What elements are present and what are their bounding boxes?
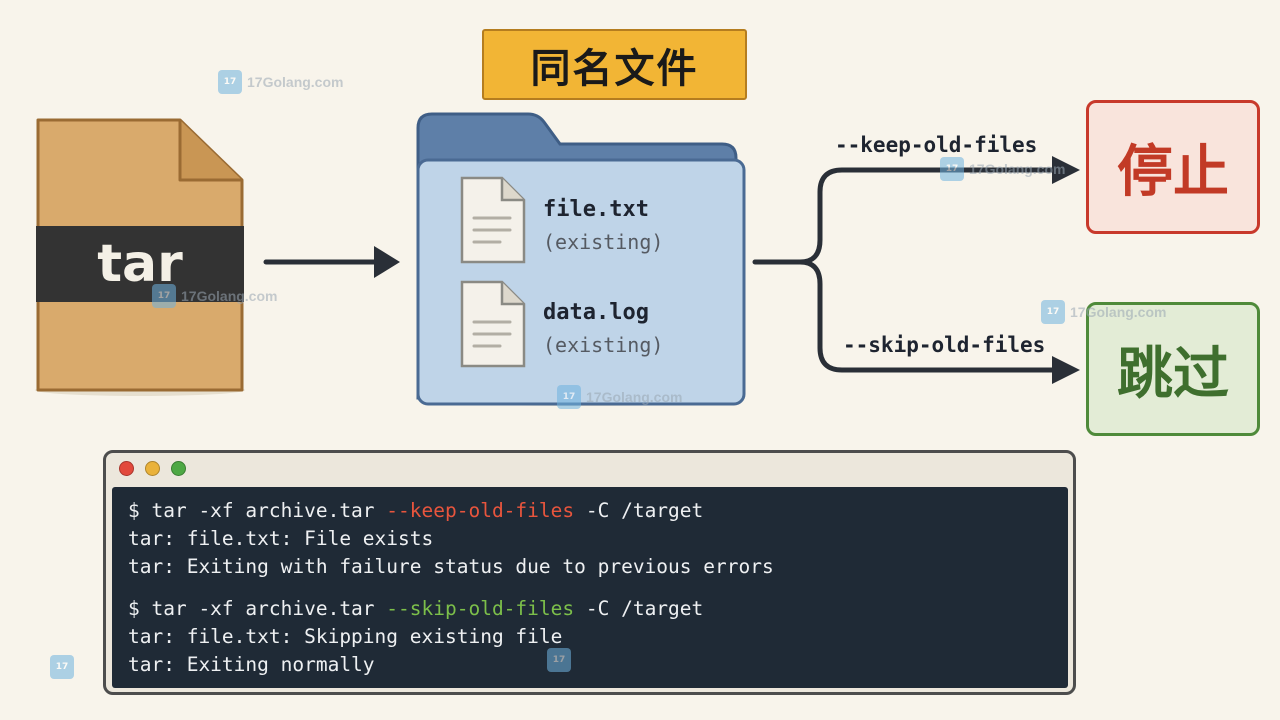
skip-result-box: 跳过 [1086, 302, 1260, 436]
terminal-body: $ tar -xf archive.tar --keep-old-files -… [112, 487, 1068, 688]
logo-icon: 17 [50, 655, 74, 679]
file-status-2: (existing) [543, 333, 664, 357]
logo-icon: 17 [547, 648, 571, 672]
logo-icon: 17 [1041, 300, 1065, 324]
file-name-1: file.txt [543, 197, 649, 222]
terminal-output-4: tar: Exiting normally [128, 653, 375, 676]
watermark: 17 17Golang.com [557, 385, 682, 409]
terminal-output-1: tar: file.txt: File exists [128, 527, 434, 550]
title-text: 同名文件 [530, 45, 699, 92]
stop-result-box: 停止 [1086, 100, 1260, 234]
watermark: 17 17Golang.com [940, 157, 1065, 181]
watermark: 17 17Golang.com [1041, 300, 1166, 324]
skip-old-files-label: --skip-old-files [843, 333, 1046, 357]
terminal-output-2: tar: Exiting with failure status due to … [128, 555, 774, 578]
terminal-output-3: tar: file.txt: Skipping existing file [128, 625, 563, 648]
maximize-dot-icon [171, 461, 186, 476]
logo-icon: 17 [557, 385, 581, 409]
close-dot-icon [119, 461, 134, 476]
skip-flag-highlight: --skip-old-files [386, 597, 575, 620]
watermark: 17 17Golang.com [218, 70, 343, 94]
title-box: 同名文件 [482, 29, 747, 100]
keep-flag-highlight: --keep-old-files [386, 499, 575, 522]
watermark: 17 [50, 655, 74, 679]
watermark: 17 [547, 648, 571, 672]
logo-icon: 17 [218, 70, 242, 94]
terminal-command-2: $ tar -xf archive.tar --skip-old-files -… [128, 597, 704, 620]
minimize-dot-icon [145, 461, 160, 476]
tar-archive-icon [35, 118, 245, 396]
logo-icon: 17 [940, 157, 964, 181]
file-name-2: data.log [543, 300, 649, 325]
keep-old-files-label: --keep-old-files [835, 133, 1038, 157]
logo-icon: 17 [152, 284, 176, 308]
terminal-command-1: $ tar -xf archive.tar --keep-old-files -… [128, 499, 704, 522]
file-status-1: (existing) [543, 230, 664, 254]
watermark: 17 17Golang.com [152, 284, 277, 308]
folder-icon [416, 112, 746, 406]
